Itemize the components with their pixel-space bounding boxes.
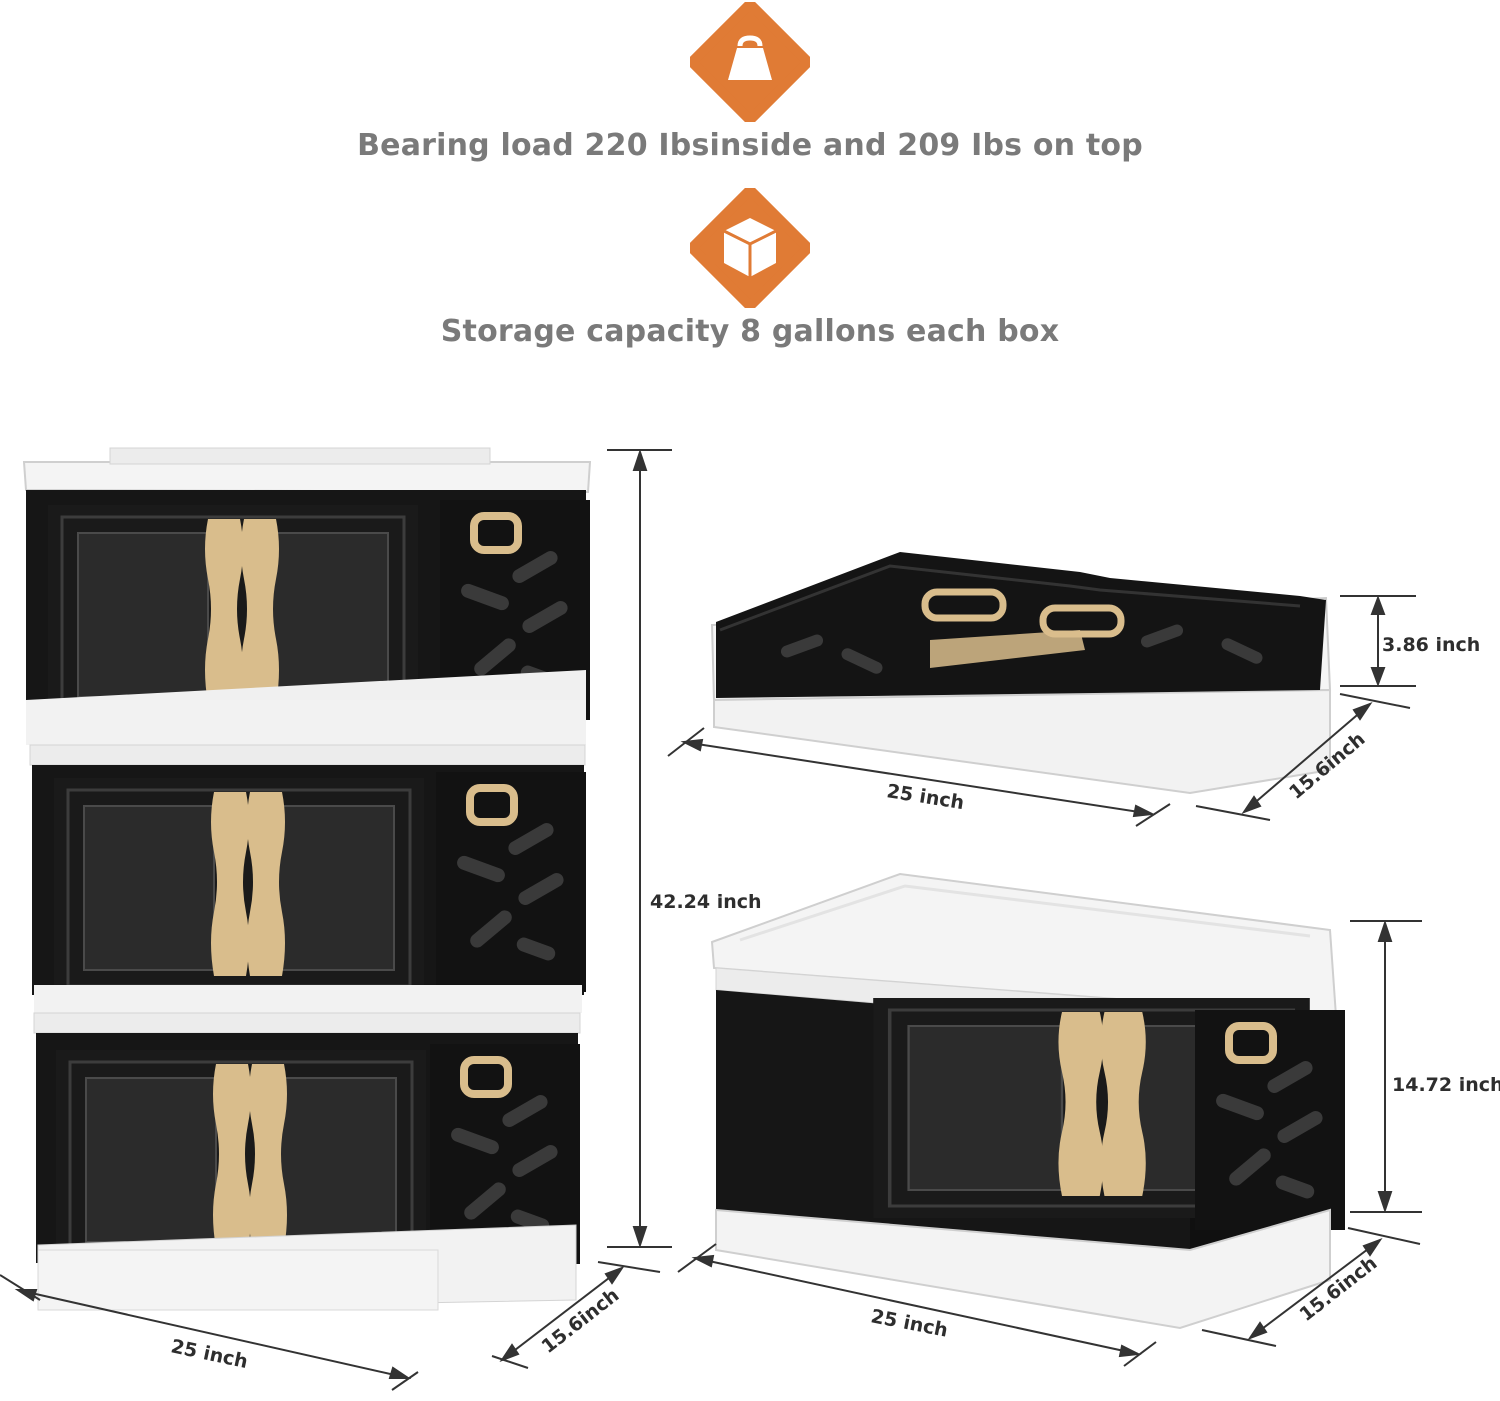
dimension-lines (0, 448, 1422, 1391)
stack-box-top (26, 490, 590, 745)
folded-box (710, 552, 1332, 795)
storage-capacity-text: Storage capacity 8 gallons each box (440, 314, 1060, 349)
box-cube-icon (690, 188, 810, 308)
stack-box-middle (29, 744, 586, 1013)
folded-height-label: 3.86 inch (1382, 634, 1480, 656)
weight-icon (690, 2, 810, 122)
single-box (710, 872, 1345, 1330)
folded-width-label: 25 inch (885, 780, 965, 814)
stack-height-label: 42.24 inch (650, 891, 762, 913)
stacked-boxes (22, 447, 590, 1311)
stack-width-label: 25 inch (169, 1335, 250, 1373)
single-height-label: 14.72 inch (1392, 1074, 1500, 1096)
stack-box-bottom (33, 1012, 580, 1311)
bearing-load-text: Bearing load 220 Ibsinside and 209 Ibs o… (357, 128, 1143, 163)
